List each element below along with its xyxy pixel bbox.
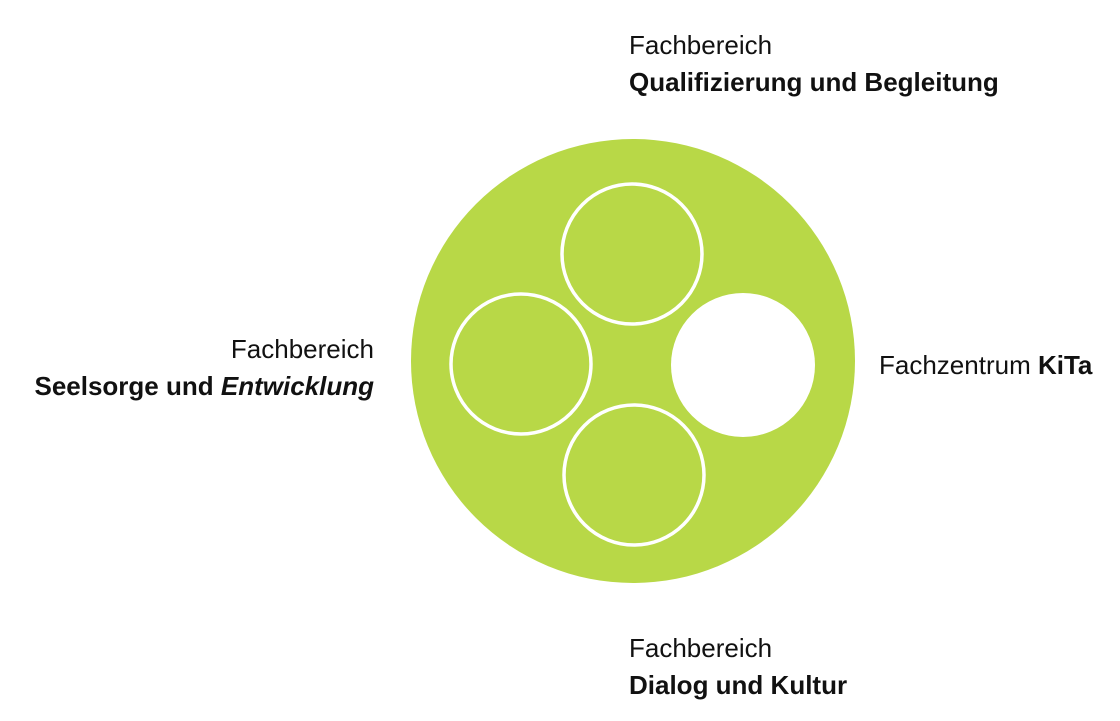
label-qualifizierung-prefix: Fachbereich bbox=[629, 30, 773, 60]
label-qualifizierung: Fachbereich Qualifizierung und Begleitun… bbox=[629, 27, 999, 101]
inner-circle-dialog bbox=[562, 403, 706, 547]
label-kita-prefix: Fachzentrum bbox=[879, 350, 1038, 380]
label-dialog-title: Dialog und Kultur bbox=[629, 670, 848, 700]
inner-circle-qualifizierung bbox=[560, 182, 704, 326]
label-seelsorge: Fachbereich Seelsorge und Entwicklung bbox=[34, 331, 374, 405]
outer-circle bbox=[411, 139, 855, 583]
label-seelsorge-prefix: Fachbereich bbox=[230, 334, 374, 364]
label-seelsorge-title-italic: Entwicklung bbox=[220, 371, 374, 401]
inner-circle-seelsorge bbox=[449, 292, 593, 436]
label-kita: Fachzentrum KiTa bbox=[879, 347, 1092, 384]
label-dialog-prefix: Fachbereich bbox=[629, 633, 773, 663]
label-dialog: Fachbereich Dialog und Kultur bbox=[629, 630, 847, 704]
inner-circle-kita bbox=[671, 293, 815, 437]
label-seelsorge-title: Seelsorge und bbox=[34, 371, 221, 401]
label-qualifizierung-title: Qualifizierung und Begleitung bbox=[629, 67, 999, 97]
label-kita-title: KiTa bbox=[1037, 350, 1093, 380]
